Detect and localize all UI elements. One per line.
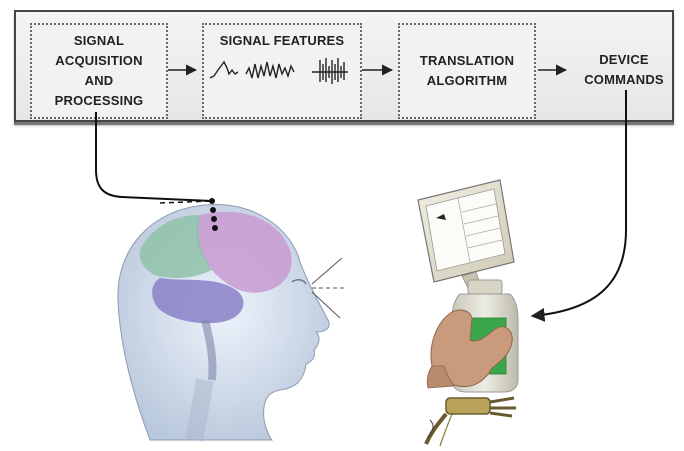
robot-palm bbox=[445, 397, 491, 415]
hand-with-bottle-illustration bbox=[426, 279, 519, 393]
eye bbox=[291, 279, 307, 285]
screen-divider bbox=[457, 197, 471, 263]
waveform-glyphs bbox=[209, 58, 348, 84]
device-commands-label: DEVICE COMMANDS bbox=[584, 52, 664, 87]
hand bbox=[430, 309, 513, 387]
signal-acquisition-label: SIGNAL ACQUISITION AND PROCESSING bbox=[54, 33, 144, 108]
electrode bbox=[210, 207, 216, 213]
brain-back bbox=[139, 214, 212, 278]
screen-cursor bbox=[436, 214, 446, 220]
signal-wire bbox=[95, 112, 213, 202]
waveform-spikes bbox=[312, 58, 348, 84]
translation-algorithm-label: TRANSLATION ALGORITHM bbox=[419, 53, 515, 88]
brain-front bbox=[195, 211, 292, 293]
sight-lines bbox=[311, 257, 344, 319]
signal-features-label: SIGNAL FEATURES bbox=[219, 33, 345, 48]
waveform-oscillation bbox=[245, 61, 295, 79]
waveform-slow bbox=[209, 60, 239, 79]
signal-acquisition-box: SIGNAL ACQUISITION AND PROCESSING bbox=[30, 23, 168, 119]
monitor-illustration bbox=[417, 179, 515, 293]
electrode bbox=[212, 225, 218, 231]
robotic-hand-illustration bbox=[424, 396, 516, 447]
neck bbox=[185, 378, 214, 442]
command-wire bbox=[530, 90, 627, 322]
screen-menu-lines bbox=[461, 203, 503, 249]
bottle-cap bbox=[467, 279, 503, 295]
monitor-screen bbox=[425, 188, 506, 272]
forearm bbox=[426, 365, 455, 389]
head-illustration bbox=[117, 203, 330, 442]
translation-algorithm-box: TRANSLATION ALGORITHM bbox=[398, 23, 536, 119]
electrode bbox=[211, 216, 217, 222]
brain-stem bbox=[201, 319, 217, 381]
brain-lower bbox=[152, 278, 244, 324]
